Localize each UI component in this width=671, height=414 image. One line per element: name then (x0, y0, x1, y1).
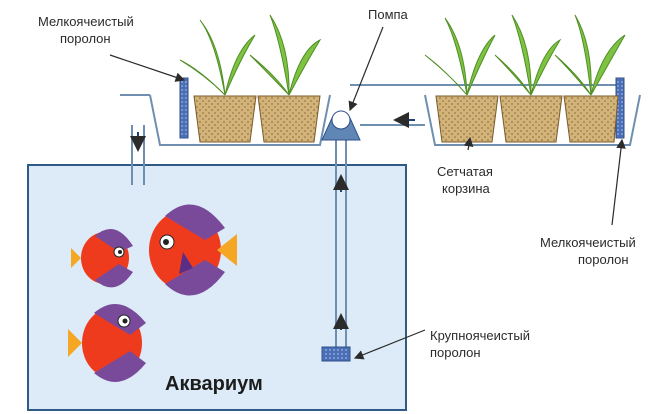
fish-icon (68, 304, 146, 382)
grow-tray-right (424, 94, 641, 146)
label-fine-foam-right-2: поролон (578, 252, 629, 267)
label-aquarium: Аквариум (165, 373, 263, 395)
plant-icon (179, 14, 626, 96)
grow-tray-left (120, 94, 331, 146)
coarse-foam (321, 346, 351, 362)
label-fine-foam-left-1: Мелкоячеистый (38, 14, 134, 29)
aquarium-tank (27, 164, 407, 411)
label-basket-1: Сетчатая (437, 164, 493, 179)
fine-foam-left (179, 77, 189, 139)
label-fine-foam-left-2: поролон (60, 31, 111, 46)
net-basket (193, 95, 619, 143)
label-coarse-foam-2: поролон (430, 345, 481, 360)
label-fine-foam-right-1: Мелкоячеистый (540, 235, 636, 250)
fish-icon (149, 204, 237, 296)
fish-icon (71, 228, 133, 288)
tank-body (27, 164, 407, 411)
label-pump: Помпа (368, 7, 409, 22)
callout-lines (109, 26, 626, 360)
return-pipe (130, 125, 146, 185)
label-basket-2: корзина (442, 181, 491, 196)
label-coarse-foam-1: Крупноячеистый (430, 328, 530, 343)
